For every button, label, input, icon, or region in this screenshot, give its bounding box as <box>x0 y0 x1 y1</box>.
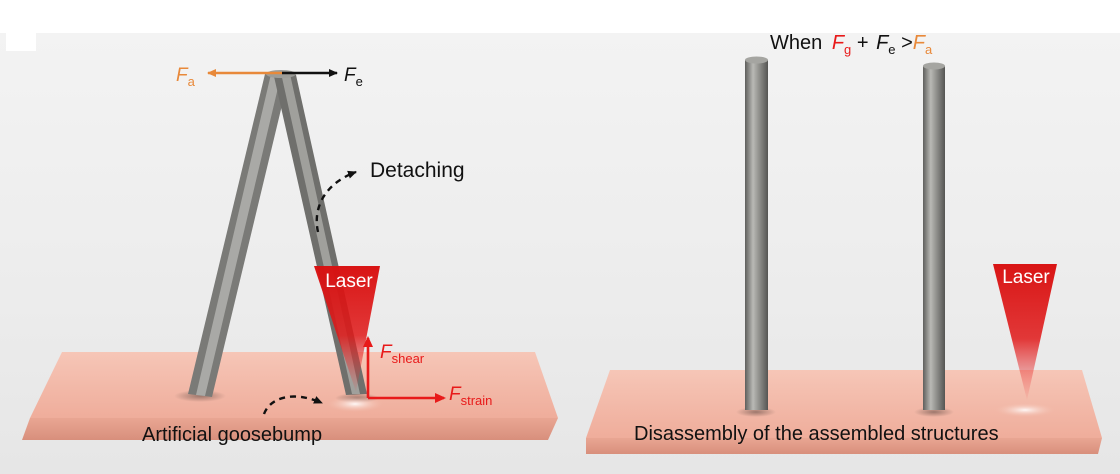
laser-label-right: Laser <box>1002 267 1050 288</box>
laser-beam-left <box>314 266 380 392</box>
right-panel-header <box>578 0 1120 33</box>
upright-pillar-left <box>745 56 768 410</box>
laser-beam-right <box>993 264 1057 400</box>
pillar-shadow <box>174 390 226 402</box>
goosebump-caption: Artificial goosebump <box>142 424 322 446</box>
disassembly-caption: Disassembly of the assembled structures <box>634 423 999 445</box>
elastic-force-label: Fe <box>344 65 363 89</box>
upright-pillar-right <box>923 62 945 410</box>
shear-force-label: Fshear <box>380 342 425 366</box>
goosebump-arrow <box>262 395 323 415</box>
detaching-label: Detaching <box>370 159 465 182</box>
goosebump <box>327 396 383 412</box>
panel-label-box <box>6 33 36 51</box>
adhesion-force-label: Fa <box>176 65 196 89</box>
left-substrate <box>22 352 558 440</box>
detaching-arrow <box>315 170 357 233</box>
goosebump <box>995 403 1055 417</box>
laser-label-left: Laser <box>325 271 373 292</box>
condition-label: When Fg + Fe >Fa <box>770 32 933 57</box>
inclined-pillar-left <box>188 74 289 397</box>
right-substrate <box>586 370 1102 454</box>
strain-force-label: Fstrain <box>449 384 492 408</box>
